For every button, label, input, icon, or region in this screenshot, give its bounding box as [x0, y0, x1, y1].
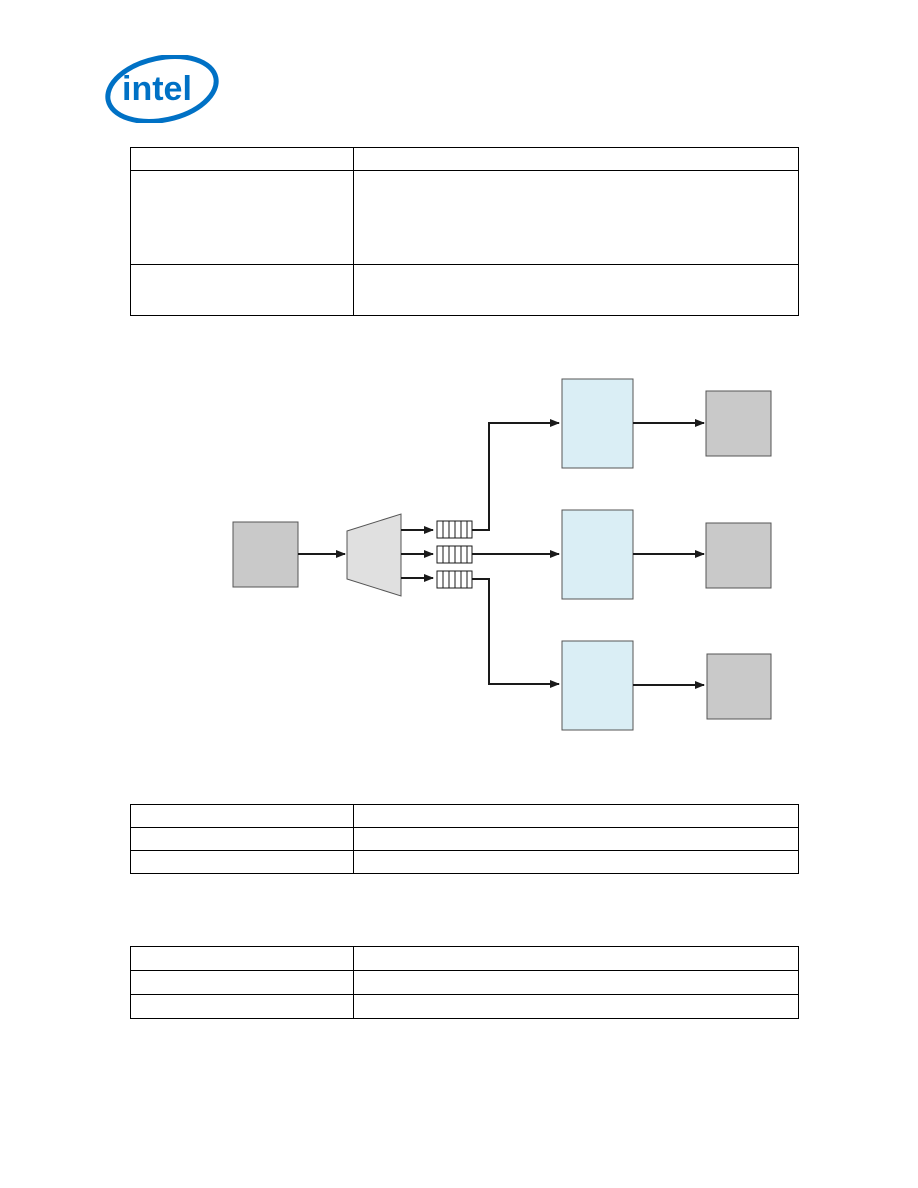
- top-table: [130, 147, 799, 316]
- table-cell: [353, 147, 799, 171]
- bottom-table: [130, 946, 799, 1019]
- queue-2: [436, 545, 473, 564]
- queue-1-to-worker-1-arrow: [472, 419, 560, 531]
- table-row: [130, 850, 799, 874]
- table-row: [130, 946, 799, 971]
- table-cell: [130, 264, 354, 316]
- table-row: [130, 827, 799, 851]
- queue-3-to-worker-3-arrow: [472, 578, 560, 688]
- table-cell: [353, 850, 799, 874]
- table-row: [130, 804, 799, 828]
- table-row: [130, 264, 799, 316]
- table-cell: [130, 946, 354, 971]
- sink-box-1: [705, 390, 772, 457]
- middle-table: [130, 804, 799, 874]
- worker-box-1: [561, 378, 634, 469]
- table-cell: [353, 827, 799, 851]
- table-cell: [130, 827, 354, 851]
- worker-box-3: [561, 640, 634, 731]
- table-cell: [130, 850, 354, 874]
- queue-1: [436, 520, 473, 539]
- intel-logo: intel: [105, 55, 219, 123]
- table-cell: [130, 970, 354, 995]
- table-cell: [353, 970, 799, 995]
- queue-3: [436, 570, 473, 589]
- table-cell: [353, 264, 799, 316]
- table-cell: [353, 994, 799, 1019]
- worker-box-2: [561, 509, 634, 600]
- table-cell: [130, 804, 354, 828]
- sink-box-2: [705, 522, 772, 589]
- table-cell: [353, 946, 799, 971]
- table-row: [130, 994, 799, 1019]
- sink-box-3: [706, 653, 772, 720]
- table-cell: [353, 804, 799, 828]
- table-cell: [130, 994, 354, 1019]
- logo-swoosh-ring: [105, 55, 219, 123]
- source-box: [232, 521, 299, 588]
- table-row: [130, 970, 799, 995]
- logo-wordmark: intel: [122, 70, 192, 108]
- distributor-shape: [346, 513, 402, 597]
